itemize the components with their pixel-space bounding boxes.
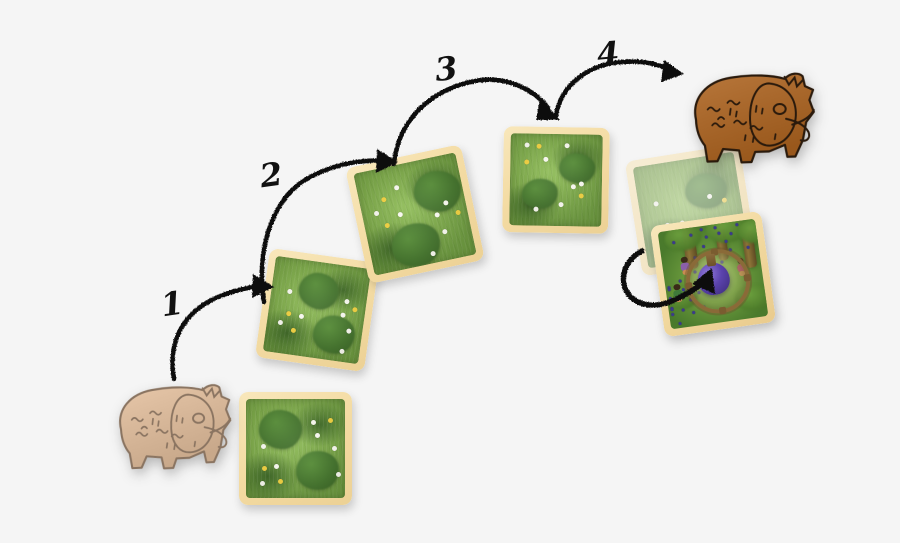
step-number-2: 2 [257, 154, 284, 196]
mammoth-light[interactable] [105, 369, 241, 486]
step-number-1: 1 [158, 283, 185, 325]
step-number-3: 3 [433, 48, 459, 90]
terrain-card-1[interactable] [239, 392, 352, 505]
mammoth-dark[interactable] [680, 60, 824, 177]
card-terrain [246, 399, 345, 498]
step-number-4: 4 [595, 34, 620, 74]
